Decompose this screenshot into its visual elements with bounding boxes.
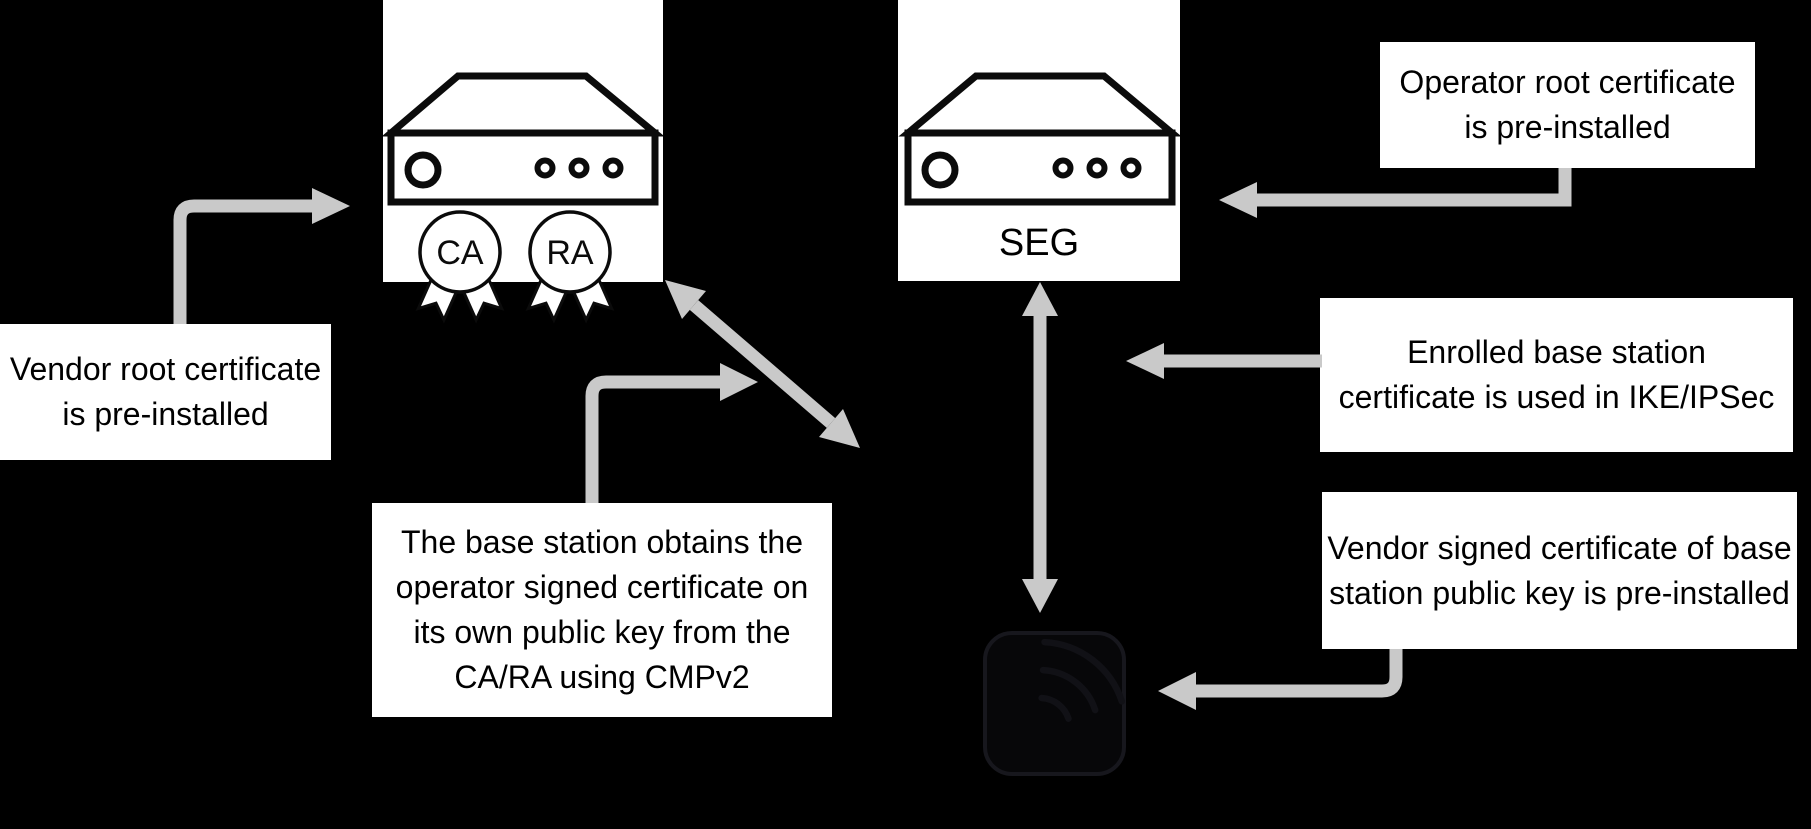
- certificate-badge-icon: RA: [525, 210, 615, 324]
- ra-badge-label: RA: [546, 234, 594, 272]
- seg-label: SEG: [998, 222, 1080, 264]
- ca-ra-base-station-double-arrow: [689, 300, 836, 428]
- vendor-root-note: Vendor root certificate is pre-installed: [0, 324, 331, 460]
- base-station-icon: [983, 631, 1126, 776]
- server-icon: [898, 72, 1180, 206]
- operator-root-to-seg-arrow: [1257, 168, 1572, 207]
- enrolled-cert-note: Enrolled base station certificate is use…: [1320, 298, 1793, 452]
- certificate-badge-icon: CA: [415, 210, 505, 324]
- server-icon: CA RA: [383, 72, 663, 324]
- ca-badge-label: CA: [436, 234, 484, 272]
- operator-root-note: Operator root certificate is pre-install…: [1380, 42, 1755, 168]
- cmpv2-note: The base station obtains the operator si…: [372, 503, 832, 717]
- cmpv2-enrollment-arrow: [585, 375, 720, 503]
- vendor-root-to-ca-server-arrow: [173, 199, 312, 324]
- vendor-signed-to-base-station-arrow: [1196, 649, 1403, 698]
- vendor-signed-note: Vendor signed certificate of base statio…: [1322, 492, 1797, 649]
